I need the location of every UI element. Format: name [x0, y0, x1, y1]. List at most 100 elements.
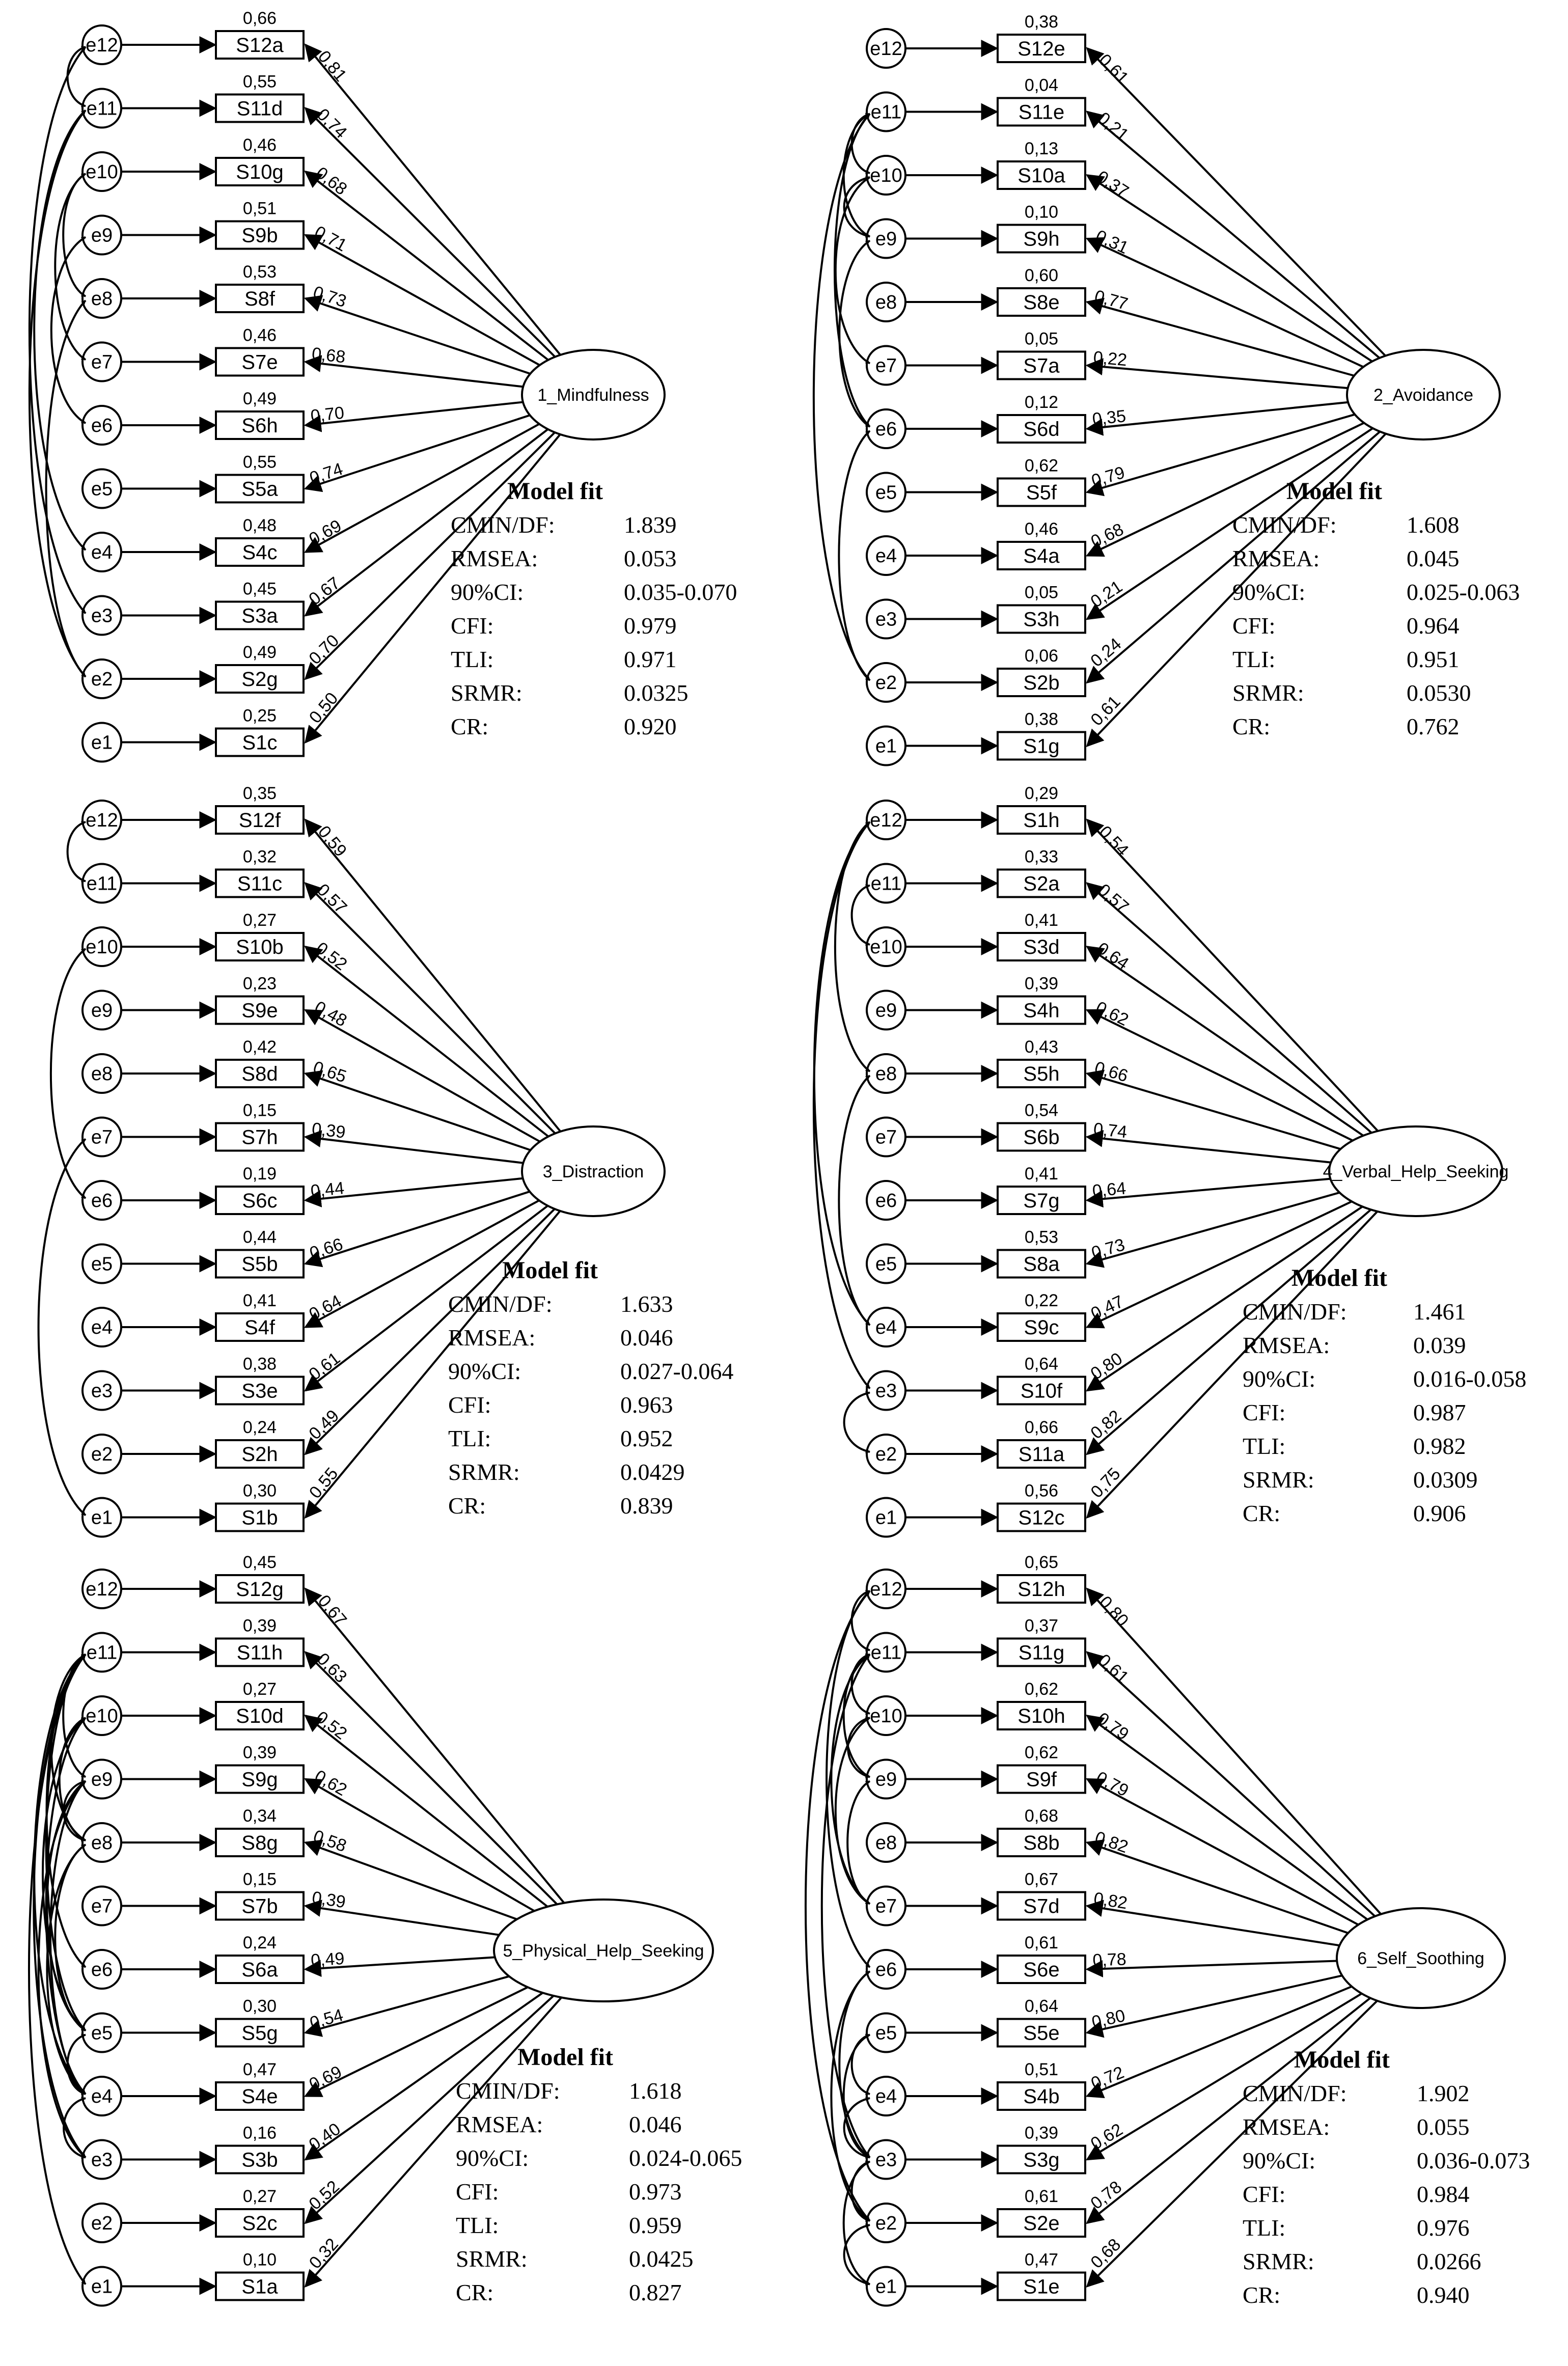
r-squared-label: 0,38 — [1025, 12, 1058, 32]
r-squared-label: 0,30 — [243, 1481, 277, 1501]
loading-path-arrow — [1086, 111, 1381, 359]
model-fit-title: Model fit — [517, 2044, 613, 2071]
loading-path-arrow — [1086, 433, 1387, 747]
r-squared-label: 0,30 — [243, 1997, 277, 2016]
factor-label: 2_Avoidance — [1373, 386, 1473, 405]
item-node — [215, 1249, 305, 1279]
loading-path-arrow — [1085, 1960, 1337, 1977]
error-label: e5 — [91, 1254, 113, 1275]
item-node — [215, 284, 305, 313]
r-squared-label: 0,61 — [1025, 2187, 1058, 2206]
loading-path-arrow — [304, 1714, 548, 1908]
item-label: S2c — [242, 2212, 278, 2235]
loading-path-arrow — [304, 295, 531, 375]
error-label: e7 — [875, 355, 897, 377]
fit-stat-value: 1.608 — [1407, 512, 1460, 538]
item-label: S7h — [241, 1126, 278, 1149]
covariance-arc — [54, 1844, 87, 2032]
loading-path-arrow — [304, 1900, 500, 1936]
error-label: e8 — [91, 288, 113, 310]
item-label: S9h — [1023, 228, 1059, 251]
r-squared-label: 0,39 — [243, 1743, 277, 1763]
fit-stat-label: SRMR: — [1243, 1467, 1314, 1493]
loading-path-arrow — [304, 1070, 531, 1151]
loading-path-arrow — [1085, 1200, 1353, 1329]
item-label: S6e — [1023, 1959, 1059, 1981]
item-node — [997, 1186, 1086, 1215]
loading-label: 0,52 — [305, 2177, 343, 2214]
item-label: S10d — [236, 1705, 283, 1727]
fit-stat-value: 0.035-0.070 — [624, 579, 737, 605]
loading-label: 0,57 — [313, 880, 351, 918]
error-node — [866, 725, 906, 766]
r-squared-label: 0,16 — [243, 2124, 277, 2143]
fit-stat-value: 0.036-0.073 — [1417, 2148, 1530, 2174]
fit-stat-label: CFI: — [456, 2179, 499, 2205]
r-squared-label: 0,62 — [1025, 1743, 1058, 1763]
loading-label: 0,49 — [305, 1406, 343, 1443]
loading-path-arrow — [304, 1995, 555, 2224]
r-squared-label: 0,46 — [243, 326, 277, 345]
fit-stat-label: CMIN/DF: — [456, 2078, 560, 2104]
loading-path-arrow — [1085, 1900, 1340, 1947]
item-node — [997, 97, 1086, 127]
item-node — [997, 1701, 1086, 1730]
error-label: e6 — [91, 1190, 113, 1212]
error-node — [81, 800, 122, 840]
error-label: e6 — [875, 1959, 897, 1980]
item-node — [215, 474, 305, 504]
error-label: e3 — [875, 1381, 897, 1402]
error-label: e10 — [870, 165, 902, 186]
error-label: e5 — [91, 2023, 113, 2044]
fit-stat-label: TLI: — [451, 646, 493, 672]
fit-stat-value: 0.951 — [1407, 646, 1460, 672]
fit-stat-label: RMSEA: — [1232, 545, 1319, 571]
r-squared-label: 0,05 — [1025, 329, 1058, 349]
item-label: S2h — [241, 1443, 278, 1466]
loading-label: 0,81 — [314, 47, 350, 85]
item-node — [997, 287, 1086, 317]
loading-label: 0,80 — [1095, 1592, 1133, 1631]
loading-label: 0,31 — [1093, 226, 1132, 258]
loading-label: 0,70 — [305, 631, 343, 668]
loading-label: 0,61 — [306, 1349, 344, 1384]
loading-label: 0,68 — [312, 163, 351, 199]
loading-path-arrow — [1086, 1205, 1363, 1392]
covariance-arc — [834, 1717, 871, 1905]
item-node — [997, 224, 1086, 254]
r-squared-label: 0,45 — [243, 580, 277, 599]
r-squared-label: 0,66 — [1025, 1418, 1058, 1437]
error-label: e2 — [875, 2213, 897, 2234]
loading-label: 0,82 — [1092, 1828, 1131, 1857]
item-node — [997, 805, 1086, 835]
covariance-arc — [50, 236, 87, 424]
loading-path-arrow — [1086, 2000, 1378, 2288]
loading-label: 0,61 — [1094, 1650, 1133, 1688]
item-label: S2e — [1023, 2212, 1059, 2235]
item-node — [215, 1502, 305, 1532]
fit-stat-value: 0.045 — [1407, 545, 1460, 571]
loading-label: 0,73 — [311, 282, 349, 311]
factor-label: 4_Verbal_Help_Seeking — [1323, 1162, 1509, 1181]
loading-path-arrow — [304, 1205, 548, 1392]
item-label: S3g — [1023, 2149, 1059, 2171]
loading-label: 0,21 — [1094, 108, 1132, 145]
covariance-arc — [843, 176, 870, 238]
fit-stat-label: SRMR: — [451, 680, 522, 706]
error-label: e8 — [91, 1832, 113, 1854]
factor-label: 3_Distraction — [543, 1162, 644, 1181]
item-label: S7b — [241, 1895, 278, 1918]
item-node — [215, 1186, 305, 1215]
loading-path-arrow — [304, 1986, 529, 2097]
item-label: S8g — [241, 1832, 278, 1854]
item-node — [215, 1637, 305, 1667]
item-label: S4e — [241, 2085, 278, 2108]
error-label: e7 — [875, 1896, 897, 1917]
fit-stat-value: 0.025-0.063 — [1407, 579, 1520, 605]
loading-label: 0,54 — [308, 2005, 345, 2033]
fit-stat-value: 0.984 — [1417, 2181, 1470, 2207]
loading-path-arrow — [1085, 401, 1349, 436]
r-squared-label: 0,66 — [243, 9, 277, 28]
item-node — [997, 1637, 1086, 1667]
